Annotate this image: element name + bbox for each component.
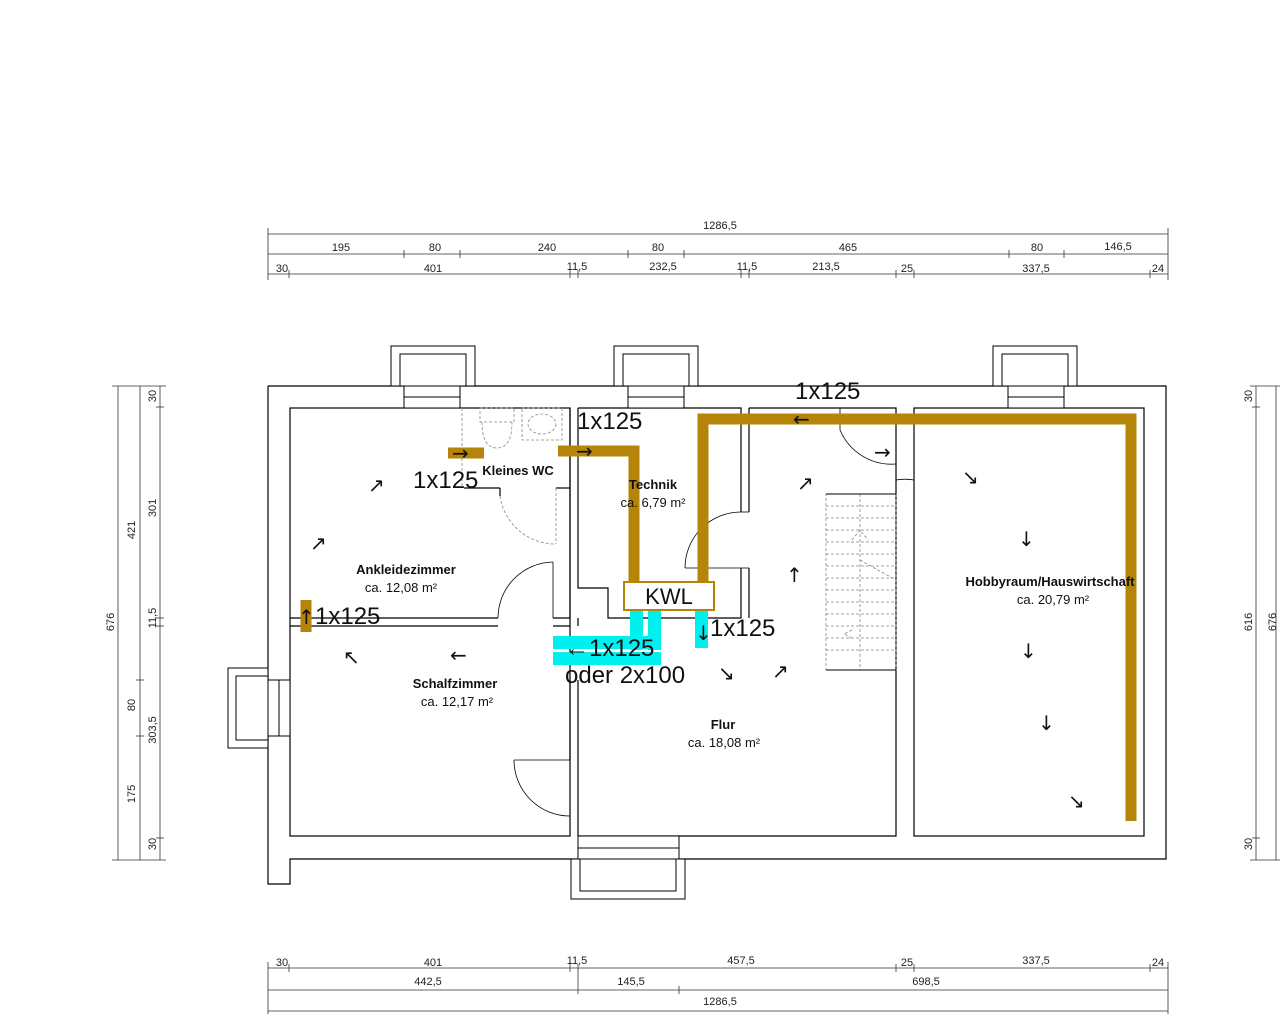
duct-supply-2 [553,652,661,665]
dim-right-inner-1: 616 [1243,613,1255,631]
dim-top-row2-1: 80 [429,242,441,254]
arrow-hobby-4: ↓ [1038,711,1055,735]
arrow-top-duct: ← [793,407,810,431]
room-area-ankleide: ca. 12,08 m² [365,580,438,595]
stairs [825,493,897,671]
dim-left-outer: 676 [105,613,117,631]
duct-label-supply: ←1x125 [565,635,654,662]
dim-left-inner-3: 303,5 [147,716,159,744]
dim-top-row3-7: 337,5 [1022,263,1050,275]
arrow-hobby-5: ↘ [1068,789,1085,813]
arrow-hobby-3: ↓ [1020,639,1037,663]
bottom-dimensions [267,962,1169,1014]
room-name-wc: Kleines WC [482,463,554,478]
dim-top-row3-4: 11,5 [737,261,758,273]
dim-top-row2-2: 240 [538,242,556,254]
dim-bottom-row1-3: 457,5 [727,955,755,967]
dim-bottom-total: 1286,5 [703,996,737,1008]
arrow-flur-3: ↘ [718,661,735,685]
dim-left-inner-0: 30 [147,390,159,402]
dim-top-row3-1: 401 [424,263,442,275]
room-area-hobbyraum: ca. 20,79 m² [1017,592,1090,607]
duct-technik [558,445,640,582]
left-dimensions [112,385,166,861]
dim-bottom-row1-2: 11,5 [567,955,588,967]
duct-label-flur: 1x125 [710,615,775,642]
dim-top-row2-3: 80 [652,242,664,254]
dim-left-inner-2: 11,5 [147,608,159,629]
room-name-ankleide: Ankleidezimmer [356,562,456,577]
duct-label-top: 1x125 [795,378,860,405]
dim-top-row3-5: 213,5 [812,261,840,273]
dim-bottom-row2-2: 698,5 [912,976,940,988]
duct-supply-v1 [630,608,643,650]
dim-top-total: 1286,5 [703,220,737,232]
duct-label-technik: 1x125 [577,408,642,435]
dim-top-row2-0: 195 [332,242,350,254]
dim-left-inner-1: 301 [147,499,159,517]
room-name-hobbyraum: Hobbyraum/Hauswirtschaft [965,574,1135,589]
dim-bottom-row1-6: 24 [1152,957,1164,969]
room-name-flur: Flur [711,717,736,732]
top-dimensions [267,228,1169,280]
dim-right-inner-0: 30 [1243,390,1255,402]
kwl-label: KWL [645,584,693,609]
dim-bottom-row1-1: 401 [424,957,442,969]
right-dimensions [1250,385,1280,861]
dim-top-row3-6: 25 [901,263,913,275]
dim-top-row3-0: 30 [276,263,288,275]
arrow-hobby-2: ↓ [1018,527,1035,551]
dim-bottom-row1-5: 337,5 [1022,955,1050,967]
room-name-technik: Technik [629,477,678,492]
dim-top-row2-6: 146,5 [1104,241,1132,253]
arrow-wc-duct: → [452,441,469,465]
duct-label-ankleide: 1x125 [315,603,380,630]
dim-top-row2-4: 465 [839,242,857,254]
arrow-schlaf-1: ↖ [343,645,360,669]
room-area-flur: ca. 18,08 m² [688,735,761,750]
dim-top-row3-8: 24 [1152,263,1164,275]
kwl-unit [623,581,715,611]
duct-label-supply-alt: oder 2x100 [565,662,685,689]
dim-top-row2-5: 80 [1031,242,1043,254]
stairs-outline [826,493,896,671]
duct-flur [695,608,708,648]
arrow-flur-2: ↑ [786,563,803,587]
dim-bottom-row1-4: 25 [901,957,913,969]
dim-top-row3-3: 232,5 [649,261,677,273]
room-name-schlafzimmer: Schalfzimmer [413,676,498,691]
brown-ducts [300,413,1137,821]
dim-bottom-row1-0: 30 [276,957,288,969]
walls [267,385,1167,885]
dim-left-mid-1: 80 [126,699,138,711]
windows [227,345,1078,900]
arrow-ankleide-duct: ↑ [298,605,315,629]
duct-main [697,413,1137,821]
arrow-hobby-1: ↘ [962,465,979,489]
dim-left-inner-4: 30 [147,838,159,850]
dim-top-row3-2: 11,5 [567,261,588,273]
arrow-schlaf-2: ← [450,643,467,667]
arrow-ankleide-1: ↗ [368,473,385,497]
dim-bottom-row2-0: 442,5 [414,976,442,988]
duct-label-wc: 1x125 [413,467,478,494]
duct-supply-v2 [648,608,661,650]
room-area-schlafzimmer: ca. 12,17 m² [421,694,494,709]
cyan-ducts [553,608,708,665]
dim-bottom-row2-1: 145,5 [617,976,645,988]
arrow-technik-duct: → [576,439,593,463]
arrow-flur-4: ↗ [772,659,789,683]
arrow-hobby-door: → [874,440,891,464]
dim-left-mid-0: 421 [126,521,138,539]
dim-left-mid-2: 175 [126,785,138,803]
arrow-ankleide-2: ↗ [310,531,327,555]
dim-right-outer: 676 [1267,613,1279,631]
arrow-flur-1: ↗ [797,471,814,495]
room-area-technik: ca. 6,79 m² [620,495,686,510]
dim-right-inner-2: 30 [1243,838,1255,850]
arrow-flur-duct: ↓ [695,621,712,645]
